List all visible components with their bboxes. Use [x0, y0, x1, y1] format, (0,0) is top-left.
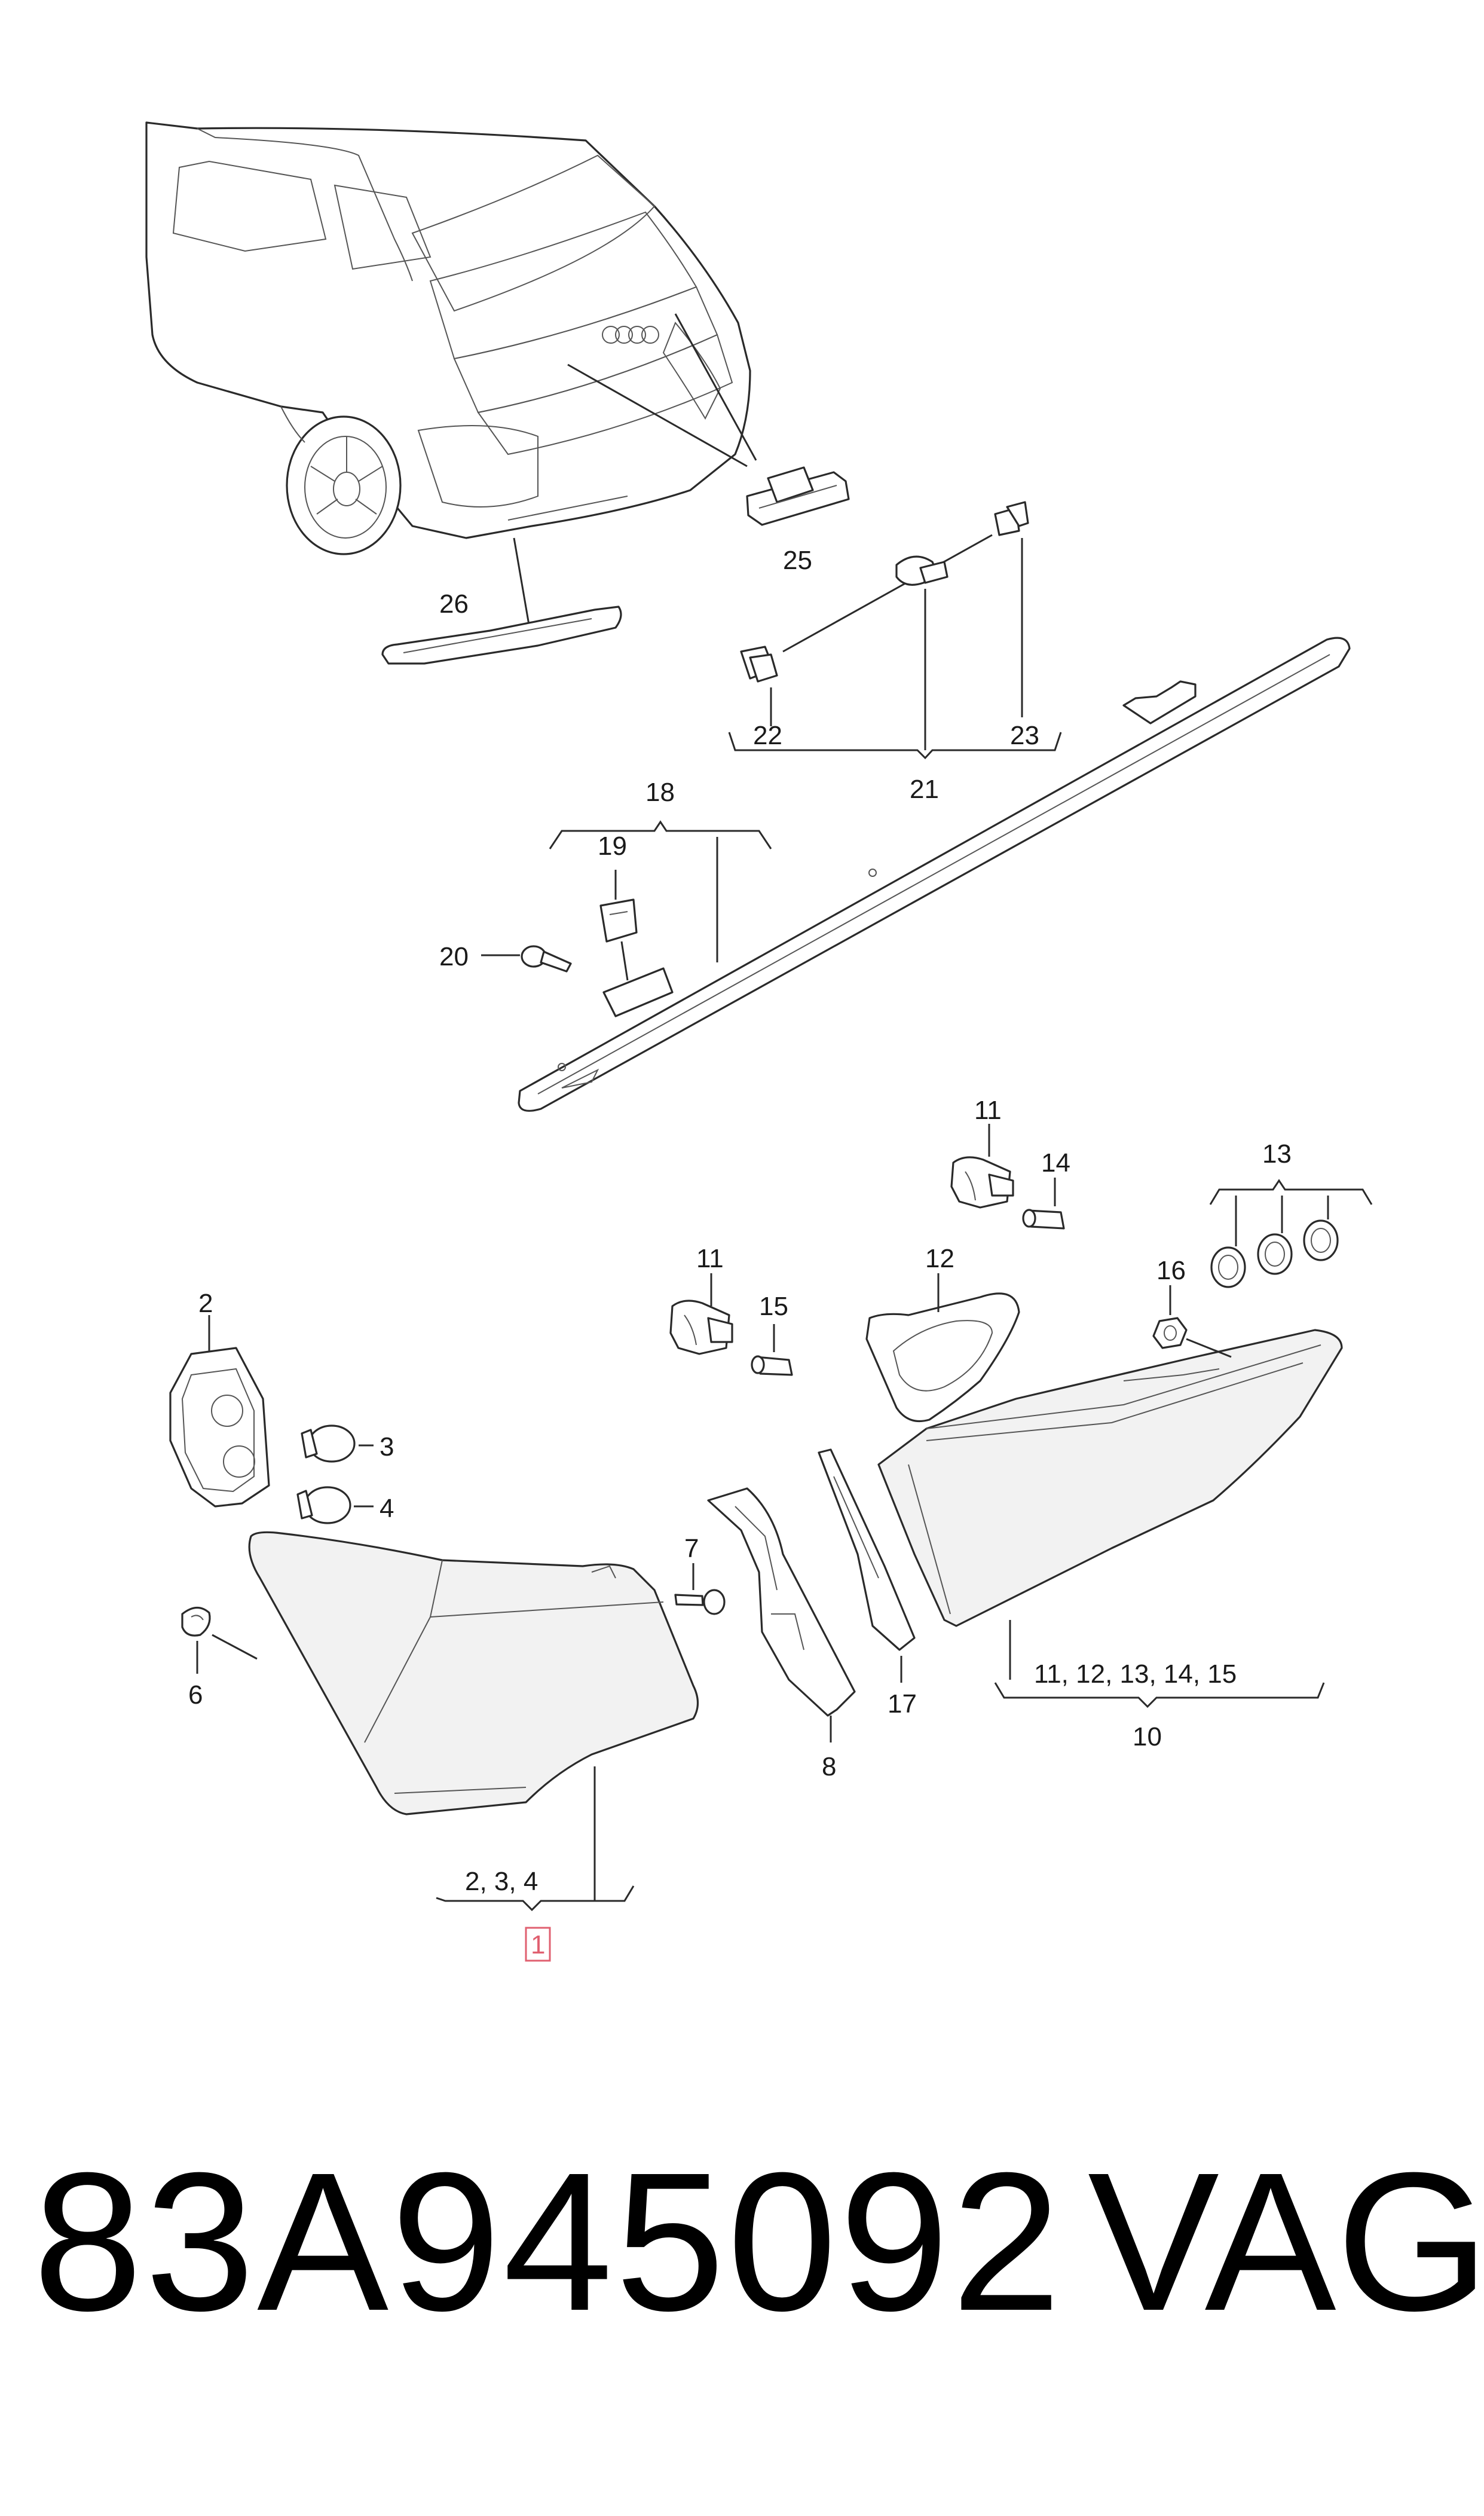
- label-23: 23: [1010, 721, 1039, 750]
- leader-13: [1235, 1196, 1329, 1246]
- bracket-10: [994, 1682, 1325, 1708]
- part-4-bulb: [296, 1486, 351, 1524]
- brand-name: VAG: [1088, 2131, 1484, 2352]
- part-1-tail-light-outer: [248, 1531, 699, 1815]
- label-16: 16: [1156, 1256, 1186, 1285]
- footer: 83A945092 VAG: [0, 2128, 1484, 2355]
- part-2-bulb-holder: [169, 1347, 270, 1508]
- vehicle-illustration: [145, 121, 751, 555]
- part-21-wiring: [740, 501, 1029, 683]
- leader-26: [513, 537, 530, 625]
- label-15: 15: [759, 1292, 788, 1321]
- part-number: 83A945092: [33, 2131, 1064, 2352]
- label-11b: 11: [974, 1096, 1002, 1125]
- leader-25b: [674, 313, 757, 461]
- label-13: 13: [1262, 1139, 1292, 1169]
- part-18-brake-light-bar: [518, 637, 1351, 1112]
- label-25: 25: [783, 546, 812, 575]
- part-3-bulb: [301, 1424, 356, 1463]
- leader-19b: [620, 941, 629, 981]
- label-11a: 11: [696, 1244, 724, 1273]
- part-15-bulb: [751, 1355, 793, 1376]
- part-25-license-light: [746, 466, 850, 526]
- part-6-grommet: [181, 1606, 211, 1637]
- label-18: 18: [645, 778, 675, 807]
- label-6: 6: [188, 1680, 203, 1710]
- label-1: 1: [531, 1930, 545, 1959]
- exploded-view-drawing: 25 26 22 23 21 18 19: [145, 121, 1373, 1962]
- label-4: 4: [380, 1494, 394, 1523]
- part-26-reflector: [381, 606, 622, 665]
- label-group-1115: 11, 12, 13, 14, 15: [1034, 1659, 1237, 1689]
- label-10: 10: [1133, 1722, 1162, 1751]
- bracket-13: [1209, 1179, 1373, 1205]
- part-20-screw: [521, 945, 572, 973]
- part-14-bulb: [1022, 1209, 1065, 1230]
- highlight-box-1: [525, 1927, 551, 1962]
- label-8: 8: [822, 1752, 836, 1781]
- label-20: 20: [439, 942, 469, 971]
- leader-25a: [567, 363, 748, 467]
- part-11-socket-a: [669, 1300, 733, 1355]
- label-21: 21: [910, 775, 939, 804]
- bracket-21: [728, 732, 1062, 760]
- part-11-socket-b: [950, 1156, 1014, 1209]
- part-17-seal: [818, 1448, 916, 1651]
- part-7-screw: [674, 1589, 726, 1615]
- wire-harness: [782, 534, 993, 653]
- part-19-clip: [599, 898, 638, 943]
- label-group-234: 2, 3, 4: [465, 1867, 538, 1896]
- part-8-trim: [707, 1487, 856, 1717]
- label-2: 2: [198, 1289, 213, 1318]
- bracket-1: [436, 1885, 635, 1912]
- label-14: 14: [1041, 1148, 1070, 1178]
- part-10-tail-light-inner: [877, 1329, 1343, 1627]
- part-13-gaskets: [1210, 1219, 1339, 1288]
- label-12: 12: [925, 1244, 954, 1273]
- part-12-cover: [865, 1292, 1020, 1423]
- part-16-nut: [1152, 1317, 1188, 1349]
- label-3: 3: [380, 1432, 394, 1462]
- leader-16b: [1186, 1338, 1232, 1358]
- label-7: 7: [684, 1534, 699, 1563]
- bracket-18: [549, 820, 772, 849]
- label-22: 22: [753, 721, 782, 750]
- label-17: 17: [888, 1689, 917, 1719]
- leader-6b: [212, 1634, 258, 1660]
- label-19: 19: [598, 831, 627, 861]
- label-26: 26: [439, 589, 469, 619]
